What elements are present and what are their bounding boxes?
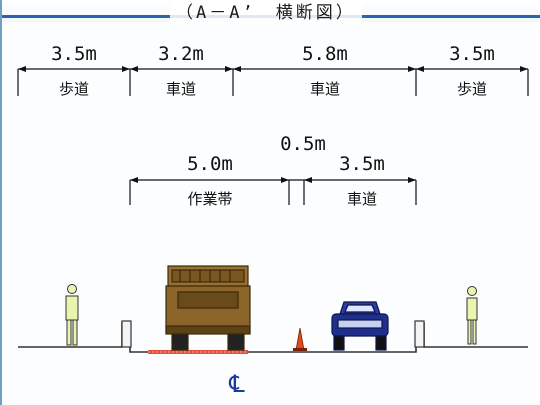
road-profile bbox=[18, 322, 528, 353]
lower-label-lane: 車道 bbox=[347, 190, 377, 208]
left-curb bbox=[121, 320, 132, 348]
truck-icon bbox=[165, 265, 251, 351]
upper-label-lane-2: 車道 bbox=[310, 80, 340, 98]
lower-width-lane: 3.5m bbox=[339, 153, 385, 175]
upper-label-lane-1: 車道 bbox=[166, 80, 196, 98]
upper-width-2: 3.2m bbox=[158, 43, 204, 65]
right-curb bbox=[414, 320, 425, 348]
lower-label-work-zone: 作業帯 bbox=[187, 190, 232, 208]
pedestrian-icon bbox=[65, 284, 79, 346]
diagram-title: （A－A’ 横断図） bbox=[170, 0, 362, 23]
lower-width-work-zone: 5.0m bbox=[187, 153, 233, 175]
upper-width-3: 5.8m bbox=[302, 43, 348, 65]
upper-label-sidewalk-left: 歩道 bbox=[59, 80, 89, 98]
upper-label-sidewalk-right: 歩道 bbox=[457, 80, 487, 98]
car-icon bbox=[331, 301, 389, 351]
pedestrian-icon bbox=[466, 286, 478, 345]
upper-width-4: 3.5m bbox=[449, 43, 495, 65]
traffic-cone-icon bbox=[293, 327, 307, 351]
upper-dimension-row bbox=[17, 66, 529, 96]
upper-width-1: 3.5m bbox=[51, 43, 97, 65]
lower-dimension-row bbox=[129, 177, 417, 205]
centerline-icon: ℄ bbox=[228, 370, 245, 398]
lower-width-buffer: 0.5m bbox=[280, 133, 326, 155]
